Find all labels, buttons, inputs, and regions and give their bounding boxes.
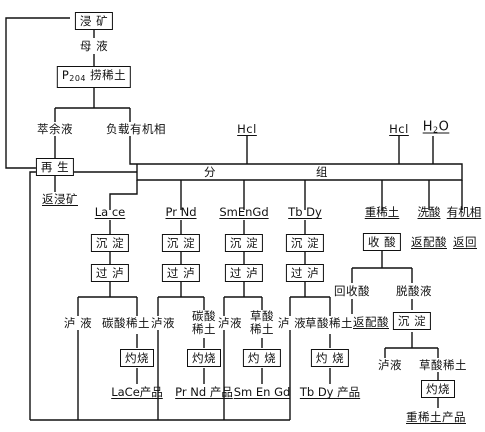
- prnd-filter-box: 过 泸: [161, 264, 201, 282]
- group-lace: La ce: [94, 205, 126, 219]
- group-heavy-re: 重稀土: [364, 205, 400, 219]
- return-back-label: 返回: [453, 235, 477, 249]
- hcl-reagent-a: Hcl: [237, 122, 257, 136]
- water-reagent: H2O: [422, 119, 450, 138]
- prnd-precipitate-box: 沉 淀: [161, 234, 201, 252]
- lace-filter-box: 过 泸: [90, 264, 130, 282]
- regenerate-label: 再 生: [40, 160, 70, 174]
- lace-filtrate-label: 泸 液: [63, 316, 93, 330]
- tbdy-calcine-label: 灼 烧: [315, 351, 345, 365]
- water-suffix: O: [438, 119, 450, 135]
- group-wash-acid: 洗酸: [417, 205, 441, 219]
- p204-prefix: P: [61, 68, 70, 82]
- return-acid-label-a: 返配酸: [411, 235, 447, 249]
- tbdy-filter-box: 过 泸: [285, 264, 325, 282]
- prnd-filter-label: 过 泸: [166, 266, 196, 280]
- lace-calcine-box: 灼烧: [120, 349, 154, 367]
- hcl-reagent-b: Hcl: [389, 122, 409, 136]
- group-prnd: Pr Nd: [165, 205, 197, 219]
- prnd-carbonate-label-b: 稀土: [192, 322, 216, 336]
- recover-acid-label: 收 酸: [367, 235, 397, 249]
- smengd-precipitate-label: 沉 淀: [229, 236, 259, 250]
- heavy-calcine-label: 灼烧: [426, 382, 450, 396]
- smengd-filter-label: 过 泸: [229, 266, 259, 280]
- prnd-carbonate-label-a: 碳酸: [192, 309, 216, 323]
- smengd-filtrate-label: 泸液: [218, 316, 242, 330]
- heavy-precipitate-label: 沉 淀: [397, 314, 427, 328]
- heavy-oxalate-label: 草酸稀土: [419, 358, 467, 372]
- prnd-precipitate-label: 沉 淀: [166, 236, 196, 250]
- recovered-acid-label: 回收酸: [334, 284, 370, 298]
- p204-suffix: 捞稀土: [86, 68, 127, 82]
- mother-liquor-label: 母 液: [79, 39, 109, 53]
- prnd-calcine-box: 灼烧: [187, 349, 221, 367]
- separation-label-right: 组: [316, 165, 328, 179]
- product-lace: LaCe产品: [111, 385, 163, 399]
- group-organic: 有机相: [446, 205, 482, 219]
- heavy-product-label: 重稀土产品: [406, 410, 466, 424]
- lace-carbonate-label: 碳酸稀土: [102, 316, 150, 330]
- deacid-liquor-label: 脱酸液: [396, 284, 432, 298]
- water-subscript: 2: [432, 125, 439, 135]
- tbdy-filtrate-label: 泸 液: [277, 316, 307, 330]
- smengd-oxalate-label-b: 稀土: [250, 322, 274, 336]
- raffinate-label: 萃余液: [37, 122, 73, 136]
- prnd-filtrate-label: 泸液: [151, 316, 175, 330]
- smengd-oxalate-label-a: 草酸: [250, 309, 274, 323]
- product-smengd: Sm En Gd: [233, 385, 291, 399]
- group-tbdy: Tb Dy: [288, 205, 322, 219]
- lace-precipitate-box: 沉 淀: [90, 234, 130, 252]
- regenerate-box: 再 生: [35, 158, 75, 176]
- lace-precipitate-label: 沉 淀: [95, 236, 125, 250]
- water-prefix: H: [422, 119, 433, 135]
- prnd-calcine-label: 灼烧: [192, 351, 216, 365]
- tbdy-precipitate-box: 沉 淀: [285, 234, 325, 252]
- p204-subscript: 204: [69, 74, 87, 83]
- tbdy-oxalate-label: 草酸稀土: [305, 316, 353, 330]
- loaded-organic-label: 负载有机相: [106, 122, 166, 136]
- leach-ore-label: 浸 矿: [79, 14, 109, 28]
- separation-label-left: 分: [204, 165, 216, 179]
- recover-acid-box: 收 酸: [362, 233, 402, 251]
- heavy-calcine-box: 灼烧: [421, 380, 455, 398]
- group-smengd: SmEnGd: [219, 205, 269, 219]
- lace-calcine-label: 灼烧: [125, 351, 149, 365]
- tbdy-calcine-box: 灼 烧: [310, 349, 350, 367]
- leach-ore-box: 浸 矿: [74, 12, 114, 30]
- heavy-precipitate-box: 沉 淀: [392, 312, 432, 330]
- heavy-filtrate-label: 泸液: [378, 358, 402, 372]
- tbdy-filter-label: 过 泸: [290, 266, 320, 280]
- smengd-precipitate-box: 沉 淀: [224, 234, 264, 252]
- return-acid-label-b: 返配酸: [353, 315, 389, 329]
- return-leach-label: 返浸矿: [42, 192, 78, 206]
- smengd-calcine-label: 灼 烧: [247, 351, 277, 365]
- product-tbdy: Tb Dy 产品: [299, 385, 361, 399]
- product-prnd: Pr Nd 产品: [175, 385, 233, 399]
- p204-extraction-box: P204 捞稀土: [56, 66, 132, 88]
- tbdy-precipitate-label: 沉 淀: [290, 236, 320, 250]
- lace-filter-label: 过 泸: [95, 266, 125, 280]
- smengd-filter-box: 过 泸: [224, 264, 264, 282]
- smengd-calcine-box: 灼 烧: [242, 349, 282, 367]
